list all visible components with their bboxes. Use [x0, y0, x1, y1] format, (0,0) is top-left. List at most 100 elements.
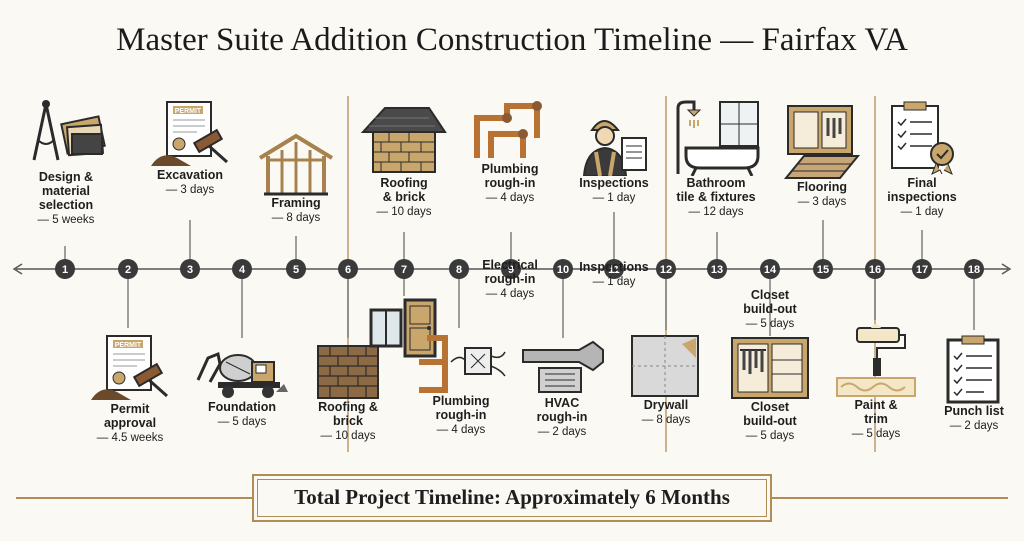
node-number: 13	[711, 264, 723, 276]
phase-duration: — 5 days	[745, 430, 795, 442]
timeline-node: 4	[232, 259, 252, 279]
permit-gavel-icon: PERMIT	[126, 98, 254, 168]
node-number: 16	[869, 264, 881, 276]
phase-label: Closet build-out	[743, 400, 797, 428]
phase-duration: — 10 days	[320, 430, 376, 442]
phase-duration: — 5 days	[745, 318, 795, 330]
clipboard-checklist-icon	[910, 334, 1024, 404]
phase-duration: — 4 days	[485, 288, 535, 300]
final-checklist-icon	[858, 100, 986, 176]
phase-duration: — 12 days	[688, 206, 744, 218]
node-number: 15	[817, 264, 829, 276]
phase-duration: — 2 days	[949, 420, 999, 432]
timeline-node: 8	[449, 259, 469, 279]
node-number: 14	[764, 264, 777, 276]
drafting-tools-icon	[2, 98, 130, 170]
phase-duration: — 1 day	[592, 192, 636, 204]
timeline-phase: Closet build-out — 5 days	[706, 336, 834, 443]
total-text: Total Project Timeline: Approximately 6 …	[294, 485, 730, 509]
timeline-node: 7	[394, 259, 414, 279]
node-number: 4	[239, 264, 246, 276]
page-title: Master Suite Addition Construction Timel…	[116, 22, 908, 58]
phase-duration: — 4.5 weeks	[96, 432, 164, 444]
axis-arrow-left	[12, 263, 23, 275]
timeline-node: 18	[964, 259, 984, 279]
phase-duration: — 4 days	[485, 192, 535, 204]
phase-duration: — 5 days	[851, 428, 901, 440]
phase-duration: — 4 days	[436, 424, 486, 436]
total-rule-right	[772, 497, 1008, 499]
phase-label: Paint & trim	[854, 398, 898, 426]
phase-label: Design & material selection	[38, 170, 94, 212]
node-number: 12	[660, 264, 672, 276]
timeline-phase: Paint & trim — 5 days	[812, 322, 940, 441]
phase-label: Foundation	[207, 400, 277, 414]
timeline-phase: Electrical rough-in — 4 days	[446, 258, 574, 301]
node-number: 11	[608, 264, 620, 276]
timeline-phase: Inspections — 1 day	[550, 110, 678, 205]
total-banner: Total Project Timeline: Approximately 6 …	[252, 474, 772, 522]
phase-duration: — 5 days	[217, 416, 267, 428]
phase-label: Plumbing rough-in	[432, 394, 490, 422]
phase-label: Drywall	[643, 398, 689, 412]
timeline-phase: Bathroom tile & fixtures — 12 days	[652, 100, 780, 219]
timeline-phase: Punch list — 2 days	[910, 334, 1024, 433]
pipes-icon	[446, 98, 574, 162]
timeline-phase: Flooring— 3 days	[758, 104, 886, 209]
closet-icon	[706, 336, 834, 400]
timeline-node: 10	[553, 259, 573, 279]
timeline-phase: Framing — 8 days	[232, 132, 360, 225]
phase-label: Permit approval	[103, 402, 157, 430]
timeline-phase: Plumbing rough-in — 4 days	[446, 98, 574, 205]
node-number: 1	[62, 264, 68, 276]
timeline-phase: Final inspections — 1 day	[858, 100, 986, 219]
timeline-node: 1	[55, 259, 75, 279]
phase-duration: — 2 days	[537, 426, 587, 438]
total-rule-left	[16, 497, 252, 499]
permit-gavel-icon: PERMIT	[66, 332, 194, 402]
phase-label: HVAC rough-in	[536, 396, 588, 424]
axis-arrow-right	[1001, 263, 1012, 275]
drywall-icon	[602, 334, 730, 398]
phase-duration: — 1 day	[900, 206, 944, 218]
node-number: 3	[187, 264, 193, 276]
node-number: 18	[968, 264, 980, 276]
timeline-phase: Drywall— 8 days	[602, 334, 730, 427]
house-frame-icon	[232, 132, 360, 196]
phase-label: Final inspections	[887, 176, 957, 204]
node-number: 17	[916, 264, 928, 276]
timeline-node: 12	[656, 259, 676, 279]
phase-label: Electrical rough-in	[482, 258, 538, 286]
phase-label: Bathroom tile & fixtures	[676, 176, 756, 204]
phase-duration: — 10 days	[376, 206, 432, 218]
timeline-phase: Inspections— 1 day	[550, 260, 678, 289]
timeline-node: 16	[865, 259, 885, 279]
phase-label: Closet build-out	[743, 288, 797, 316]
timeline-node: 15	[813, 259, 833, 279]
phase-label: Framing	[271, 196, 321, 210]
timeline-node: 5	[286, 259, 306, 279]
phase-label: Inspections	[579, 176, 649, 190]
timeline-node: 14	[760, 259, 780, 279]
timeline-node: 11	[604, 259, 624, 279]
timeline-phase: Foundation — 5 days	[178, 342, 306, 429]
phase-label: Punch list	[944, 404, 1004, 418]
node-number: 8	[456, 264, 462, 276]
phase-label: Plumbing rough-in	[481, 162, 539, 190]
timeline-node: 3	[180, 259, 200, 279]
cement-mixer-icon	[178, 342, 306, 400]
timeline-phase	[340, 298, 468, 358]
roof-house-icon	[340, 104, 468, 176]
timeline-node: 9	[501, 259, 521, 279]
node-number: 9	[508, 264, 514, 276]
timeline-phase: PERMIT Permit approval — 4.5 weeks	[66, 332, 194, 445]
timeline-node: 17	[912, 259, 932, 279]
paint-roller-icon	[812, 322, 940, 398]
timeline-node: 6	[338, 259, 358, 279]
node-number: 5	[293, 264, 299, 276]
window-door-icon	[340, 298, 468, 358]
node-number: 7	[401, 264, 407, 276]
node-number: 2	[125, 264, 131, 276]
phase-duration: — 8 days	[271, 212, 321, 224]
